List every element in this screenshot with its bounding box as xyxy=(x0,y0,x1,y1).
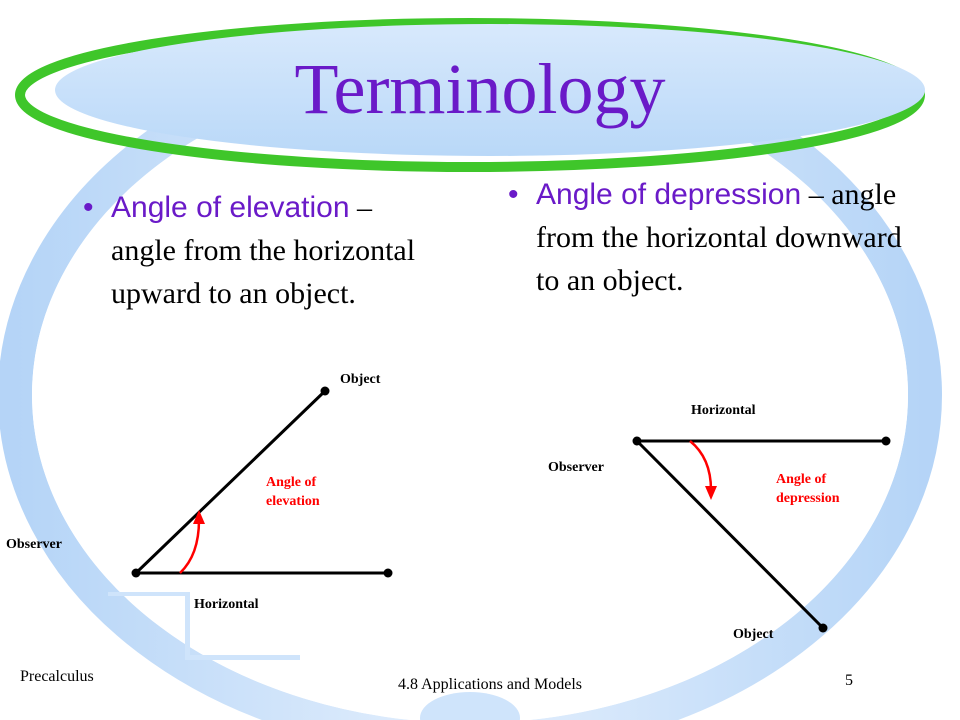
elevation-observer-label: Observer xyxy=(6,537,62,552)
elevation-angle-arc xyxy=(179,519,201,574)
depression-angle-label: Angle of depression xyxy=(776,470,840,508)
depression-horizontal-label: Horizontal xyxy=(691,403,756,418)
elevation-horizontal-label: Horizontal xyxy=(194,597,259,612)
elevation-object-point xyxy=(320,386,330,396)
elevation-sight-line xyxy=(134,389,327,575)
bullet-definition: – angle from the horizontal upward to an… xyxy=(111,191,416,310)
depression-observer-point xyxy=(632,436,642,446)
footer-course: Precalculus xyxy=(20,668,94,685)
bullet-term: Angle of elevation xyxy=(111,191,350,224)
slide-title: Terminology xyxy=(294,49,666,129)
elevation-object-label: Object xyxy=(340,372,381,387)
footer-page-number: 5 xyxy=(845,672,853,689)
depression-sight-line xyxy=(635,439,825,630)
elevation-angle-label: Angle of elevation xyxy=(266,473,320,511)
elevation-horizontal-endpoint xyxy=(383,568,393,578)
bullet-definition: – angle from the horizontal downward to … xyxy=(536,178,902,297)
bullet-angle-of-depression: • Angle of depression – angle from the h… xyxy=(508,173,906,302)
depression-angle-label-line1: Angle of xyxy=(776,472,827,487)
depression-object-point xyxy=(818,623,828,633)
elevation-arc-arrowhead xyxy=(193,510,205,524)
bullet-term: Angle of depression xyxy=(536,178,802,211)
title-oval xyxy=(55,24,925,156)
depression-observer-label: Observer xyxy=(548,460,604,475)
bullet-angle-of-elevation: • Angle of elevation – angle from the ho… xyxy=(83,186,441,315)
depression-horizontal-endpoint xyxy=(881,436,891,446)
elevation-observer-point xyxy=(131,568,141,578)
depression-angle-label-line2: depression xyxy=(776,491,840,506)
elevation-diagram xyxy=(131,386,393,578)
bullet-dot: • xyxy=(83,191,94,224)
bullet-dot: • xyxy=(508,178,519,211)
depression-arc-arrowhead xyxy=(705,486,717,500)
elevation-angle-label-line2: elevation xyxy=(266,494,320,509)
depression-object-label: Object xyxy=(733,627,774,642)
depression-diagram xyxy=(632,436,891,633)
footer-section: 4.8 Applications and Models xyxy=(398,676,582,693)
elevation-angle-label-line1: Angle of xyxy=(266,475,317,490)
depression-angle-arc xyxy=(689,440,713,491)
